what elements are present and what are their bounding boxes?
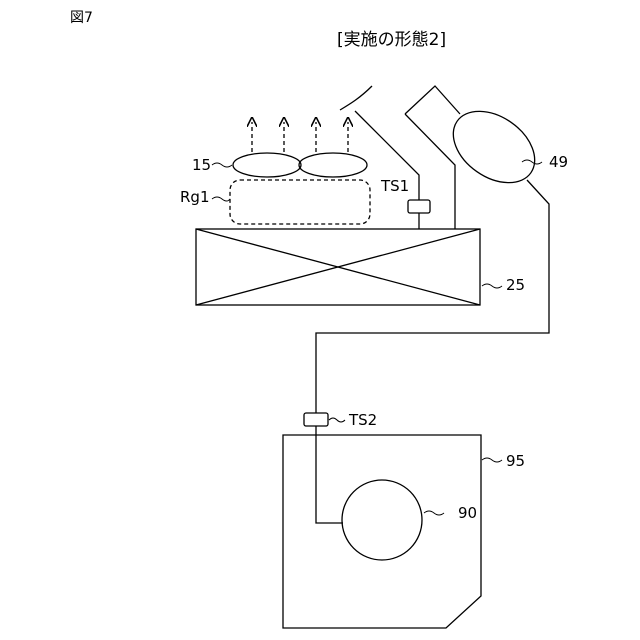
leader-15 [212, 163, 232, 167]
label-25: 25 [506, 276, 525, 294]
fan-15-left [233, 153, 301, 177]
region-rg1 [230, 180, 370, 224]
figure-title: [実施の形態2] [337, 30, 446, 50]
label-ts1: TS1 [380, 177, 409, 195]
label-95: 95 [506, 452, 525, 470]
leader-25 [482, 284, 502, 288]
label-ts2: TS2 [348, 411, 377, 429]
label-49: 49 [549, 153, 568, 171]
label-15: 15 [192, 156, 211, 174]
pipe-lower [316, 426, 343, 523]
fan-49 [440, 97, 548, 198]
fan-15-right [299, 153, 367, 177]
housing-95 [283, 435, 481, 628]
pipe [316, 180, 549, 413]
component-90 [342, 480, 422, 560]
leader-90 [424, 511, 444, 515]
sensor-ts1 [408, 200, 430, 213]
sensor-ts2 [304, 413, 328, 426]
leader-ts2 [329, 418, 345, 422]
airflow-arrows [252, 122, 348, 152]
label-rg1: Rg1 [180, 188, 210, 206]
leader-95 [482, 458, 502, 462]
label-90: 90 [458, 504, 477, 522]
leader-rg1 [212, 197, 230, 201]
unit-25 [196, 229, 480, 305]
figure-number: 図7 [70, 10, 93, 26]
